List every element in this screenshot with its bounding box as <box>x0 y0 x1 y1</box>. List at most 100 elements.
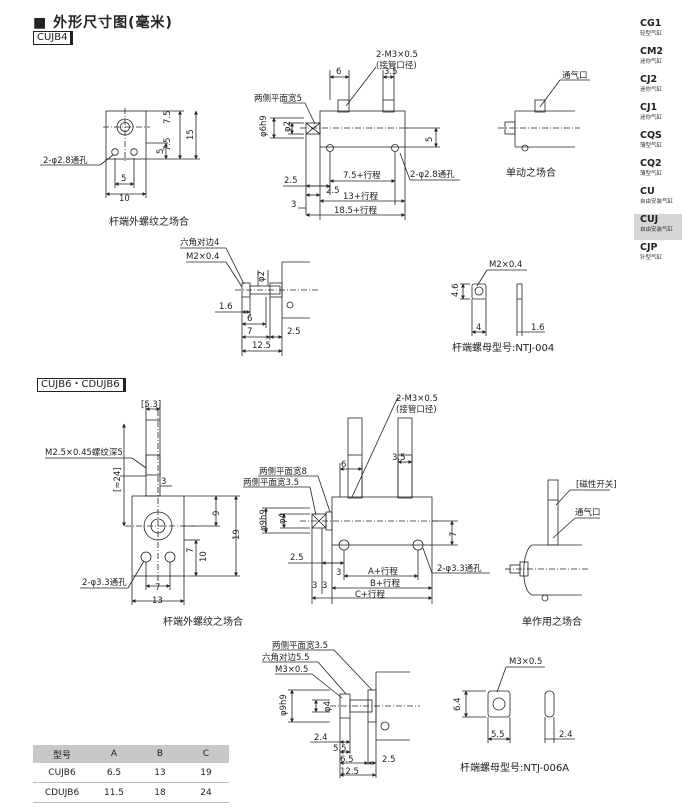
label-holes-side-2: 2-φ3.3通孔 <box>437 563 482 574</box>
sidebar-item-desc: 针型气缸 <box>640 255 663 261</box>
table-cell: 24 <box>183 782 229 803</box>
dim-7-front: 7 <box>186 548 196 553</box>
label-m2-5-thread: M2.5×0.45螺纹深5 <box>45 447 123 458</box>
cujb4-rod-detail <box>180 247 320 356</box>
sidebar-item-desc: 迷你气缸 <box>640 59 663 65</box>
dim-2-5-b: 2.5 <box>326 186 340 196</box>
dim-phi2: φ2 <box>283 121 293 132</box>
table-cell: 13 <box>137 763 183 783</box>
dim-5-5-nut: 5.5 <box>491 730 505 740</box>
sidebar-item-code: CJ1 <box>640 102 658 113</box>
table-row: CUJB6 6.5 13 19 <box>33 763 229 783</box>
dim-2-4: 2.4 <box>314 733 328 743</box>
table-cell: 6.5 <box>91 763 137 783</box>
dim-10: 10 <box>119 194 130 204</box>
table-cell: CUJB6 <box>33 763 91 783</box>
label-flats-3-5-rod: 两侧平面宽3.5 <box>272 640 328 651</box>
dim-b-stroke: B+行程 <box>370 578 400 589</box>
sidebar-item-desc: 自由安装气缸 <box>640 227 674 233</box>
label-flats-5: 两侧平面宽5 <box>254 93 302 104</box>
sidebar-item-desc: 轻型气缸 <box>640 31 663 37</box>
dim-5-side: 5 <box>425 137 435 142</box>
dim-19: 19 <box>232 529 242 540</box>
dim-7-rod: 7 <box>247 327 252 337</box>
table-cell: 18 <box>137 782 183 803</box>
caption-single-acting-2: 单作用之场合 <box>522 615 582 628</box>
dim-7-5-bottom: 7.5 <box>163 137 173 151</box>
table-header-cell: 型号 <box>33 745 91 763</box>
dim-3-5: 3.5 <box>384 67 398 77</box>
dim-1-6: 1.6 <box>219 302 233 312</box>
dim-12-5-rod2: 12.5 <box>340 767 359 777</box>
dim-phi2-rod: φ2 <box>257 271 267 282</box>
dim-phi6: φ6h9 <box>259 115 269 137</box>
label-hex-5-5: 六角对边5.5 <box>262 652 310 663</box>
dim-3-c: 3 <box>322 581 327 591</box>
dim-approx-24: [≈24] <box>113 467 123 492</box>
caption-rod-thread-2: 杆端外螺纹之场合 <box>163 615 243 628</box>
sidebar-item-code: CU <box>640 186 655 197</box>
dim-6-5: 6.5 <box>340 755 354 765</box>
dim-5-3: [5.3] <box>141 400 161 410</box>
sidebar-item-cj1[interactable]: CJ1 迷你气缸 <box>634 102 682 128</box>
cujb6-side-view <box>243 396 490 604</box>
sidebar-item-desc: 迷你气缸 <box>640 115 663 121</box>
dim-6-side: 6 <box>341 460 346 470</box>
dim-phi9: φ9h9 <box>259 509 269 531</box>
dim-15: 15 <box>186 129 196 140</box>
dim-2-5: 2.5 <box>284 176 298 186</box>
spec-table: 型号 A B C CUJB6 6.5 13 19 CDUJB6 11.5 18 … <box>33 745 229 803</box>
dim-6: 6 <box>336 67 341 77</box>
dim-4-6: 4.6 <box>451 283 461 297</box>
dim-10-front: 10 <box>199 551 209 562</box>
dim-5-front: 5 <box>156 149 166 154</box>
sidebar-item-code: CM2 <box>640 46 664 57</box>
label-holes-side: 2-φ2.8通孔 <box>410 169 455 180</box>
dim-c-stroke: C+行程 <box>355 589 386 600</box>
dim-2-5-rod: 2.5 <box>287 327 301 337</box>
dim-12-5: 12.5 <box>252 341 271 351</box>
sidebar-item-code: CUJ <box>640 214 659 225</box>
dim-9: 9 <box>212 511 222 516</box>
caption-nut-ntj004: 杆端螺母型号:NTJ-004 <box>452 341 554 354</box>
dim-phi4: φ4 <box>278 513 288 524</box>
dim-3-b: 3 <box>312 581 317 591</box>
dim-3-5-side: 3.5 <box>392 453 406 463</box>
sidebar-item-desc: 迷你气缸 <box>640 87 663 93</box>
cujb6-rod-detail <box>262 649 420 778</box>
table-row: CDUJB6 11.5 18 24 <box>33 782 229 803</box>
dim-2-4-nut: 2.4 <box>559 730 573 740</box>
dim-phi4-rod: φ4 <box>323 701 333 712</box>
dim-6-rod: 6 <box>247 314 252 324</box>
label-port-sub: (接管口径) <box>376 60 417 71</box>
table-header-cell: B <box>137 745 183 763</box>
label-port-sub-2: (接管口径) <box>396 404 437 415</box>
sidebar-item-desc: 薄型气缸 <box>640 143 663 149</box>
label-air-port: 通气口 <box>562 70 588 81</box>
sidebar-item-cm2[interactable]: CM2 迷你气缸 <box>634 46 682 72</box>
label-nut-m2: M2×0.4 <box>489 260 522 270</box>
dim-7-5-top: 7.5 <box>163 110 173 124</box>
table-header-cell: A <box>91 745 137 763</box>
label-port-2: 2-M3×0.5 <box>396 394 438 404</box>
cujb4-front-view <box>40 108 200 198</box>
cujb4-nut-drawing <box>460 269 545 336</box>
dim-stroke-7-5: 7.5+行程 <box>343 170 381 181</box>
dim-2-5-side: 2.5 <box>290 553 304 563</box>
table-cell: CDUJB6 <box>33 782 91 803</box>
dimension-drawing: 7.5 7.5 15 5 5 10 2-φ2.8通孔 杆端外螺纹之场合 2-M3… <box>40 50 617 778</box>
sidebar-item-desc: 薄型气缸 <box>640 171 663 177</box>
dim-3: 3 <box>291 200 296 210</box>
dim-5-holes: 5 <box>121 174 126 184</box>
dim-a-stroke: A+行程 <box>368 566 398 577</box>
label-flats-3-5: 两侧平面宽3.5 <box>243 477 299 488</box>
sidebar-item-cuj[interactable]: CUJ 自由安装气缸 <box>634 214 682 240</box>
label-nut-m3: M3×0.5 <box>509 657 542 667</box>
